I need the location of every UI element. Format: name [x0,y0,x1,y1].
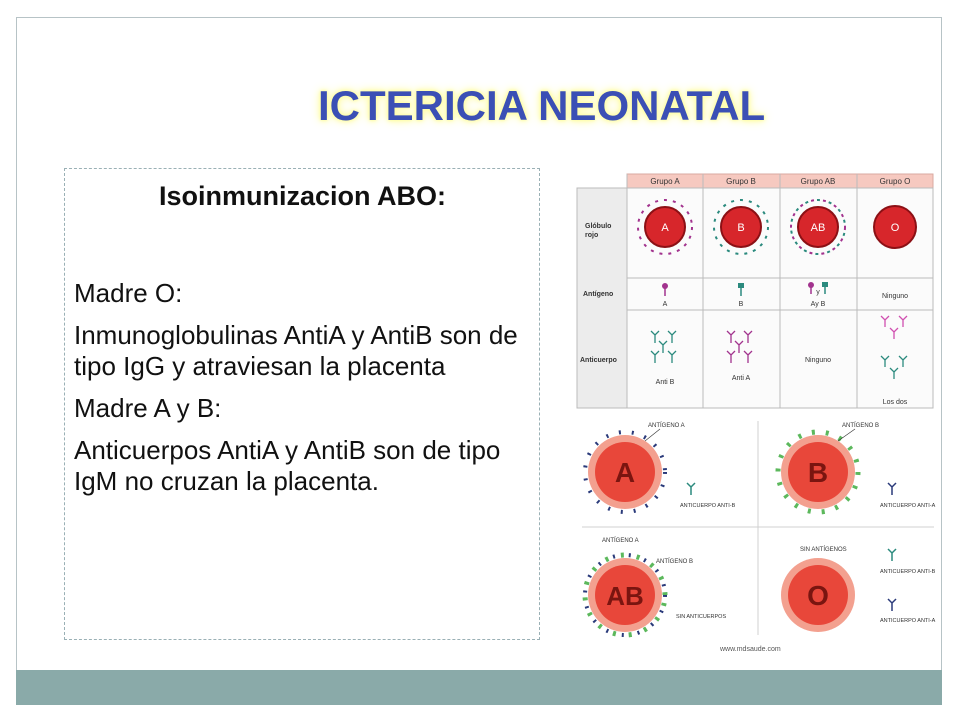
panel-label-o-anti-b: ANTICUERPO ANTI-B [880,569,936,575]
antibody-both-icon [880,315,908,379]
red-cell-a: A [637,199,693,255]
section-subheading: Isoinmunizacion ABO: [158,181,446,211]
antigen-label-a: A [663,301,668,308]
panel-cell-ab: AB [582,552,668,638]
red-cell-ab: AB [790,199,846,255]
svg-text:AB: AB [811,222,826,234]
content-textbox[interactable]: Isoinmunizacion ABO: Madre O: Inmunoglob… [64,168,540,640]
header-group-o: Grupo O [880,177,911,186]
panel-label-no-antigens: SIN ANTÍGENOS [800,546,847,553]
svg-text:A: A [661,222,669,234]
panel-label-antibody-anti-a: ANTICUERPO ANTI-A [880,503,936,509]
antibody-icon [686,482,696,495]
panel-label-antigen-b-2: ANTÍGENO B [656,558,693,565]
header-group-ab: Grupo AB [801,177,836,186]
antibody-icon [887,548,897,561]
svg-text:B: B [808,457,828,488]
panel-label-antigen-b: ANTÍGENO B [842,422,879,429]
antibody-label-anti-a: Anti A [732,375,751,382]
bottom-bar [16,670,942,705]
row-label-antibody: Anticuerpo [580,357,617,364]
paragraph-mother-o: Madre O: [74,278,183,308]
panel-label-o-anti-a: ANTICUERPO ANTI-A [880,618,936,624]
antibody-anti-b-icon [650,330,677,363]
paragraph-mother-a-b: Madre A y B: [74,393,222,423]
header-group-a: Grupo A [650,177,680,186]
red-cell-b: B [713,199,769,255]
red-cell-o: O [873,205,917,249]
antigen-label-b: B [739,301,744,308]
antibody-label-none: Ninguno [805,357,831,364]
abo-antigen-panel: A ANTÍGENO A ANTICUERPO ANTI-B B ANTÍGEN… [582,421,936,653]
svg-text:O: O [891,222,900,234]
abo-group-table: Grupo A Grupo B Grupo AB Grupo O Glóbulo… [576,173,934,409]
antigen-label-none: Ninguno [882,293,908,300]
antigen-label-and: y [816,289,820,296]
panel-cell-o: O [781,558,855,632]
image-credit: www.mdsaude.com [719,646,781,653]
svg-text:B: B [737,222,744,234]
table-grid [576,173,934,409]
svg-text:O: O [807,580,829,611]
antibody-label-both: Los dos [883,399,908,406]
header-group-b: Grupo B [726,177,756,186]
paragraph-igg: Inmunoglobulinas AntiA y AntiB son de ti… [74,320,518,381]
panel-label-antigen-a-2: ANTÍGENO A [602,537,639,544]
panel-label-antibody-anti-b: ANTICUERPO ANTI-B [680,503,736,509]
antigen-label-ab: Ay B [811,301,826,308]
antibody-icon [887,482,897,495]
row-label-antigen: Antígeno [583,291,613,298]
antigen-ab-icon [808,282,828,294]
panel-cell-b: B [775,429,861,515]
antibody-label-anti-b: Anti B [656,379,675,386]
antigen-b-icon [738,283,744,296]
slide-title: ICTERICIA NEONATAL [318,82,766,129]
antigen-a-icon [662,283,668,296]
svg-text:A: A [615,457,635,488]
paragraph-igm: Anticuerpos AntiA y AntiB son de tipo Ig… [74,435,501,496]
antibody-anti-a-icon [726,330,753,363]
panel-label-antigen-a: ANTÍGENO A [648,422,685,429]
panel-label-no-antibodies: SIN ANTICUERPOS [676,614,726,620]
antibody-icon [887,598,897,611]
panel-cell-a: A [583,430,667,514]
svg-text:AB: AB [606,581,644,611]
